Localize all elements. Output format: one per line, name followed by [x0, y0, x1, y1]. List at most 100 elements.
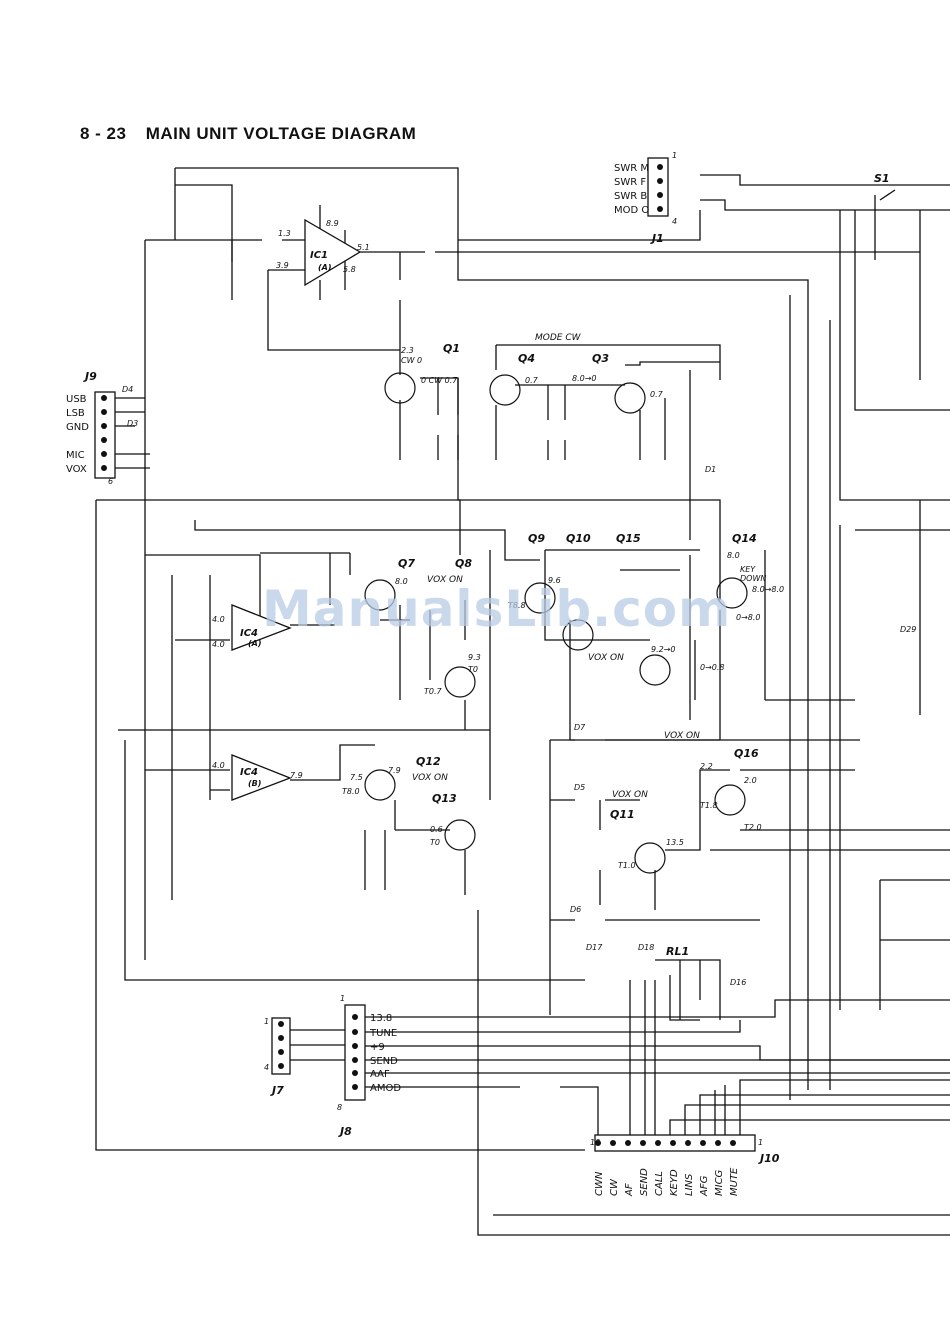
q3-label: Q3 — [592, 352, 609, 365]
j9-pin-gnd: GND — [66, 422, 89, 433]
wiring — [95, 167, 950, 1236]
q11-label: Q11 — [610, 808, 635, 821]
j8-pin-amod: AMOD — [370, 1083, 401, 1094]
d7-label: D7 — [574, 723, 586, 732]
j1-pin-swr-f: SWR F — [614, 177, 646, 188]
d5-label: D5 — [574, 783, 585, 792]
annotation-labels: MODE CW VOX ON VOX ON VOX ON VOX ON VOX … — [412, 333, 766, 800]
j1-pin-mod-o: MOD O — [614, 205, 649, 216]
voltage-reading: T2.0 — [744, 823, 762, 832]
voltage-reading: 13.5 — [666, 838, 684, 847]
q10-label: Q10 — [566, 532, 591, 545]
j9-pin-last: 6 — [108, 477, 113, 486]
diode-labels: D1 D3 D4 D5 D6 D7 D16 D17 D18 D29 — [122, 385, 916, 987]
key-down-label: KEY — [740, 565, 756, 574]
j8-pin-aaf: AAF — [370, 1069, 390, 1080]
j10-label: J10 — [758, 1152, 780, 1165]
vox-on-label-q10: VOX ON — [588, 653, 624, 663]
j10-pin-micg: MICG — [714, 1169, 725, 1196]
mode-cw-label: MODE CW — [535, 333, 582, 343]
rl1-label: RL1 — [666, 945, 689, 958]
voltage-reading: 0.6 — [430, 825, 443, 834]
j1-label: J1 — [650, 232, 664, 245]
s1-label: S1 — [874, 172, 890, 185]
q15-label: Q15 — [616, 532, 641, 545]
j9-label: J9 — [83, 370, 97, 383]
voltage-reading: 4.0 — [212, 761, 225, 770]
q13-label: Q13 — [432, 792, 457, 805]
voltage-reading: T8.0 — [342, 787, 360, 796]
voltage-reading: T1.8 — [700, 801, 718, 810]
voltage-reading: 8.0→0 — [572, 374, 597, 383]
voltage-reading: 0→8.0 — [736, 613, 761, 622]
voltage-reading: 9.3 — [468, 653, 481, 662]
q7-label: Q7 — [398, 557, 415, 570]
transistors — [364, 372, 748, 874]
voltage-reading: 7.5 — [350, 773, 363, 782]
q16-label: Q16 — [734, 747, 759, 760]
d6-label: D6 — [570, 905, 581, 914]
j9-pin-usb: USB — [66, 394, 87, 405]
d16-label: D16 — [730, 978, 746, 987]
j8-pin-send: SEND — [370, 1056, 398, 1067]
j8-pin-first: 1 — [340, 994, 345, 1003]
ic4a-label: IC4 — [240, 628, 258, 639]
voltage-reading: 4.0 — [212, 640, 225, 649]
connector-j9: J9 USB LSB GND MIC VOX 6 — [66, 370, 113, 486]
voltage-reading: 7.9 — [290, 771, 303, 780]
ic4b-sub: (B) — [248, 779, 261, 788]
j1-pin-swr-b: SWR B — [614, 191, 647, 202]
j1-pin-swr-m: SWR M — [614, 163, 649, 174]
j10-pin-cw: CW — [609, 1178, 620, 1196]
j9-body — [94, 391, 116, 479]
voltage-reading: 9.2→0 — [651, 645, 676, 654]
j10-pin-last: 1 — [758, 1138, 763, 1147]
j1-pin-first: 1 — [672, 151, 677, 160]
vox-on-label-q8: VOX ON — [427, 575, 463, 585]
q12-label: Q12 — [416, 755, 441, 768]
vox-on-label-d5: VOX ON — [612, 790, 648, 800]
voltage-reading: 8.0 — [395, 577, 408, 586]
voltage-reading: 2.3 — [401, 346, 414, 355]
ic4b-symbol — [231, 754, 292, 801]
voltage-reading: 0 CW 0.7 — [421, 376, 458, 385]
pin-dots — [101, 164, 736, 1146]
voltage-reading: 8.0 — [727, 551, 740, 560]
voltage-reading: 5.1 — [357, 243, 370, 252]
q14-label: Q14 — [732, 532, 757, 545]
connector-j10: 10 1 J10 CWN CW AF SEND CALL KEYD LINS A… — [590, 1138, 780, 1197]
voltage-reading: T1.0 — [618, 861, 636, 870]
q9-label: Q9 — [528, 532, 545, 545]
j10-pin-first: 10 — [590, 1138, 600, 1147]
j7-body — [271, 1017, 291, 1075]
j10-pin-send: SEND — [639, 1168, 650, 1196]
j10-pin-lins: LINS — [684, 1173, 695, 1196]
voltage-reading: 1.3 — [278, 229, 291, 238]
j7-label: J7 — [270, 1084, 284, 1097]
diagram-title: MAIN UNIT VOLTAGE DIAGRAM — [145, 124, 417, 143]
component-labels: IC1 (A) IC4 (A) IC4 (B) Q1 Q4 Q3 Q9 Q10 … — [240, 172, 890, 958]
j10-pin-call: CALL — [654, 1171, 665, 1196]
d4-label: D4 — [122, 385, 133, 394]
voltage-reading: 5.8 — [343, 265, 356, 274]
vox-on-label-q12: VOX ON — [412, 773, 448, 783]
q8-label: Q8 — [455, 557, 472, 570]
connector-j1: SWR M SWR F SWR B MOD O 1 4 J1 — [614, 151, 677, 245]
q1-label: Q1 — [443, 342, 460, 355]
j8-pin-13-8: 13.8 — [370, 1013, 392, 1024]
voltage-reading: 2.2 — [700, 762, 713, 771]
voltage-reading: CW 0 — [401, 356, 422, 365]
d17-label: D17 — [586, 943, 603, 952]
voltage-reading: 3.9 — [276, 261, 289, 270]
ic1-label: IC1 — [310, 250, 328, 261]
watermark: ManualsLib.com — [262, 580, 732, 638]
j7-pin-last: 4 — [264, 1063, 269, 1072]
j8-label: J8 — [338, 1125, 352, 1138]
d18-label: D18 — [638, 943, 654, 952]
ic4a-symbol — [231, 604, 292, 651]
vox-on-label-d7: VOX ON — [664, 731, 700, 741]
j8-pin-last: 8 — [337, 1103, 342, 1112]
j9-pin-vox: VOX — [66, 464, 87, 475]
voltage-reading: T8.8 — [508, 601, 526, 610]
